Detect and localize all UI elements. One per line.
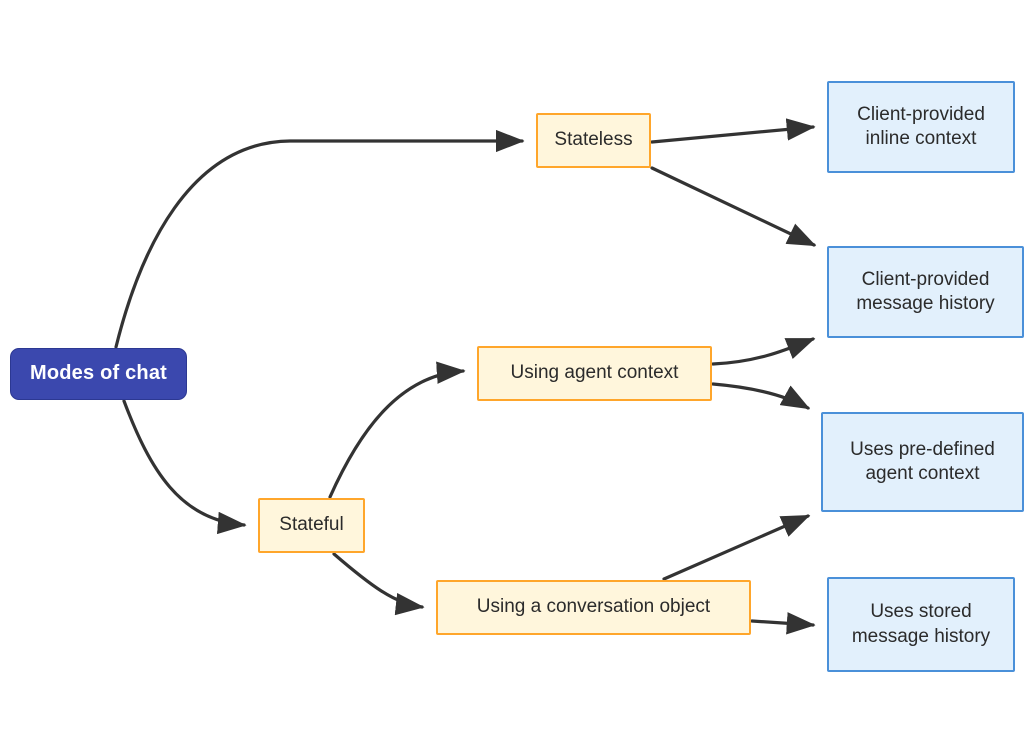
edge-conversation-predefined [662, 514, 811, 581]
node-inline_context[interactable]: Client-provided inline context [827, 81, 1015, 173]
node-label-message_history: Client-provided message history [856, 268, 995, 314]
edge-stateful-conversation [332, 552, 425, 616]
edge-stateless-history [650, 166, 817, 247]
edge-root-stateful [122, 399, 247, 535]
node-root[interactable]: Modes of chat [10, 348, 187, 400]
node-stateful[interactable]: Stateful [258, 498, 365, 553]
edge-stateful-agent [328, 361, 466, 499]
node-label-conversation_object: Using a conversation object [476, 596, 711, 618]
node-label-root: Modes of chat [29, 362, 168, 385]
node-label-stateless: Stateless [554, 129, 633, 151]
edge-agent-history [711, 337, 816, 366]
node-label-stored_message_history: Uses stored message history [851, 601, 991, 647]
node-stateless[interactable]: Stateless [536, 113, 651, 168]
edge-root-stateless [114, 129, 525, 349]
node-message_history[interactable]: Client-provided message history [827, 246, 1024, 338]
node-label-predefined_agent_context: Uses pre-defined agent context [850, 438, 995, 484]
node-label-agent_context: Using agent context [510, 362, 679, 384]
node-label-stateful: Stateful [279, 514, 344, 536]
node-conversation_object[interactable]: Using a conversation object [436, 580, 751, 635]
node-stored_message_history[interactable]: Uses stored message history [827, 577, 1015, 672]
edge-agent-predefined [711, 382, 811, 410]
node-agent_context[interactable]: Using agent context [477, 346, 712, 401]
node-label-inline_context: Client-provided inline context [857, 103, 985, 149]
edge-stateless-inline [650, 118, 816, 144]
edge-conversation-stored [750, 612, 816, 635]
node-predefined_agent_context[interactable]: Uses pre-defined agent context [821, 412, 1024, 512]
